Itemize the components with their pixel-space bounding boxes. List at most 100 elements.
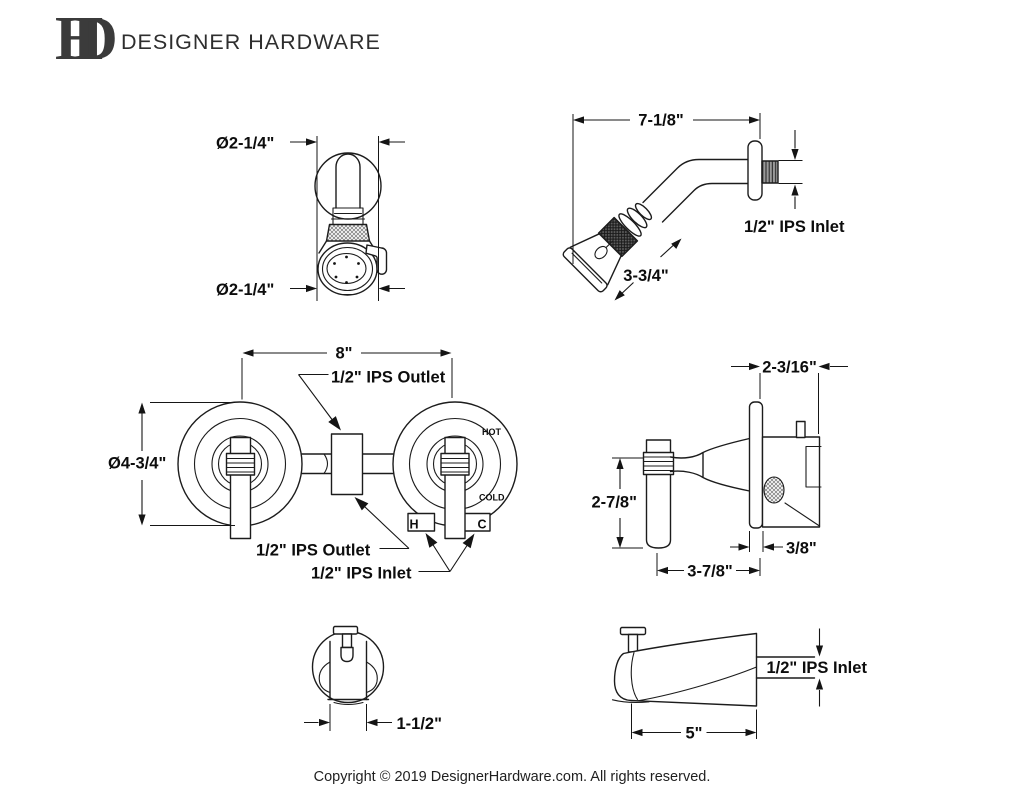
- face-inner-line: [571, 252, 603, 284]
- dimension-arrow: [671, 235, 685, 249]
- swivel-ring: [618, 213, 642, 237]
- spout-body: [613, 632, 758, 707]
- dim-label-spout-width: 1-1/2": [397, 715, 442, 733]
- dimension-arrow: [631, 728, 643, 737]
- dimension-center-spacing: 8": [241, 345, 453, 400]
- copyright-text: Copyright © 2019 DesignerHardware.com. A…: [313, 769, 711, 785]
- right-handle: [444, 436, 466, 540]
- label-inlet: 1/2" IPS Inlet: [311, 565, 412, 583]
- dimension-head-length: 3-3/4": [611, 235, 685, 304]
- dimension-spout-length: 5": [631, 703, 757, 743]
- knurled-ring: [325, 223, 371, 242]
- extension-lines: [759, 373, 819, 434]
- cold-port-letter: C: [478, 518, 487, 532]
- shower-head: [562, 202, 653, 293]
- extension-lines: [778, 160, 803, 184]
- dimension-arrow: [616, 537, 624, 548]
- dimension-face-diameter: Ø2-1/4": [216, 281, 405, 299]
- dim-label-inlet: 1/2" IPS Inlet: [767, 659, 868, 677]
- shower-arm: [642, 158, 749, 223]
- brand-name: DESIGNER HARDWARE: [121, 30, 381, 54]
- dimension-arrow: [138, 514, 146, 526]
- shower-face-inner-rim: [321, 246, 374, 292]
- left-handle: [229, 436, 252, 540]
- extension-lines: [572, 113, 761, 264]
- dimension-arrow: [306, 284, 317, 293]
- dimension-plate-depth: 3/8": [730, 531, 817, 558]
- dimension-arrow: [815, 645, 824, 657]
- hot-port-letter: H: [410, 518, 419, 532]
- dimension-arrow: [242, 349, 254, 357]
- dimension-arrow: [306, 138, 317, 146]
- shower-arm-pipe: [335, 153, 361, 209]
- dim-label-spout-length: 5": [686, 725, 703, 743]
- figure-showerhead-front: Ø2-1/4" Ø2-1/4": [216, 135, 405, 301]
- bottom-port-line: [784, 502, 821, 527]
- extension-lines: [241, 358, 453, 400]
- dim-label-head-length: 3-3/4": [623, 267, 668, 285]
- monogram-letter-h: H: [55, 5, 104, 73]
- spray-holes: [333, 255, 360, 284]
- leader-lines: [298, 373, 333, 420]
- leader-outlet-top: 1/2" IPS Outlet: [298, 369, 446, 434]
- label-outlet-bottom: 1/2" IPS Outlet: [256, 542, 371, 560]
- band-ribs: [642, 456, 675, 472]
- dimension-arrow: [378, 284, 390, 293]
- dim-label-body-depth: 2-3/16": [762, 359, 817, 377]
- diverter-stem: [627, 633, 639, 653]
- extension-lines: [150, 402, 235, 526]
- dimension-spout-width: 1-1/2": [304, 704, 442, 733]
- adjustment-handle: [365, 244, 388, 275]
- bell-cone: [569, 233, 622, 286]
- extension-lines: [329, 704, 367, 731]
- extension-lines: [749, 531, 764, 552]
- hot-marking: HOT: [482, 427, 502, 437]
- dimension-arrow: [818, 362, 830, 371]
- dimension-inlet: 1/2" IPS Inlet: [744, 130, 845, 236]
- spout-mouth-lip: [611, 699, 650, 704]
- pipe-end-curve: [323, 453, 329, 475]
- dim-label-escutcheon-diameter: Ø4-3/4": [108, 455, 166, 473]
- dim-label-total-depth: 3-7/8": [687, 563, 732, 581]
- right-band-ribs: [440, 457, 470, 473]
- diverter-knob-cap: [619, 626, 647, 636]
- monogram-letter-d: D: [73, 5, 118, 73]
- dimension-arrow: [738, 543, 750, 551]
- valve-stem: [795, 420, 806, 439]
- check-stop-detail: [763, 476, 785, 504]
- extension-lines: [612, 457, 643, 549]
- dim-label-handle-height: 2-7/8": [592, 494, 637, 512]
- dim-label-flange-diameter: Ø2-1/4": [216, 135, 274, 153]
- dimension-arm-length: 7-1/8": [572, 112, 761, 264]
- dimension-arrow: [319, 718, 330, 727]
- dimension-arrow: [440, 349, 452, 357]
- dimension-arrow: [573, 116, 584, 124]
- side-wings: [318, 661, 378, 694]
- leader-inlet: 1/2" IPS Inlet: [311, 530, 479, 583]
- dimension-arrow: [763, 543, 774, 551]
- escutcheon-plate-edge: [748, 401, 764, 529]
- dimension-arrow: [791, 149, 799, 160]
- hot-inlet-port: [407, 512, 436, 532]
- flange-escutcheon: [314, 152, 382, 220]
- handle-band: [642, 451, 675, 476]
- left-band-ribs: [225, 457, 256, 473]
- leader-arrow: [421, 530, 438, 548]
- swivel-ring: [626, 207, 648, 229]
- handle-hub-bell: [669, 437, 751, 492]
- dimension-arrow: [745, 728, 757, 737]
- dim-label-inlet: 1/2" IPS Inlet: [744, 218, 845, 236]
- dimension-arrow: [749, 566, 760, 575]
- dimension-arrow: [657, 566, 668, 575]
- figure-valve-side: 2-3/16" 2-7/8" 3/8" 3-7/8": [592, 359, 848, 581]
- rear-port-step: [805, 445, 822, 488]
- dimension-arrow: [378, 138, 390, 146]
- figure-valve-front: HOT COLD H C 8" 1/2" IPS Outlet: [108, 345, 518, 583]
- spray-lever-stem: [605, 240, 613, 249]
- dimension-top-diameter: Ø2-1/4": [216, 135, 405, 301]
- dimension-arrow: [138, 402, 146, 414]
- dimension-arrow: [616, 458, 624, 469]
- diverter-stem: [341, 633, 353, 649]
- label-outlet-top: 1/2" IPS Outlet: [331, 369, 446, 387]
